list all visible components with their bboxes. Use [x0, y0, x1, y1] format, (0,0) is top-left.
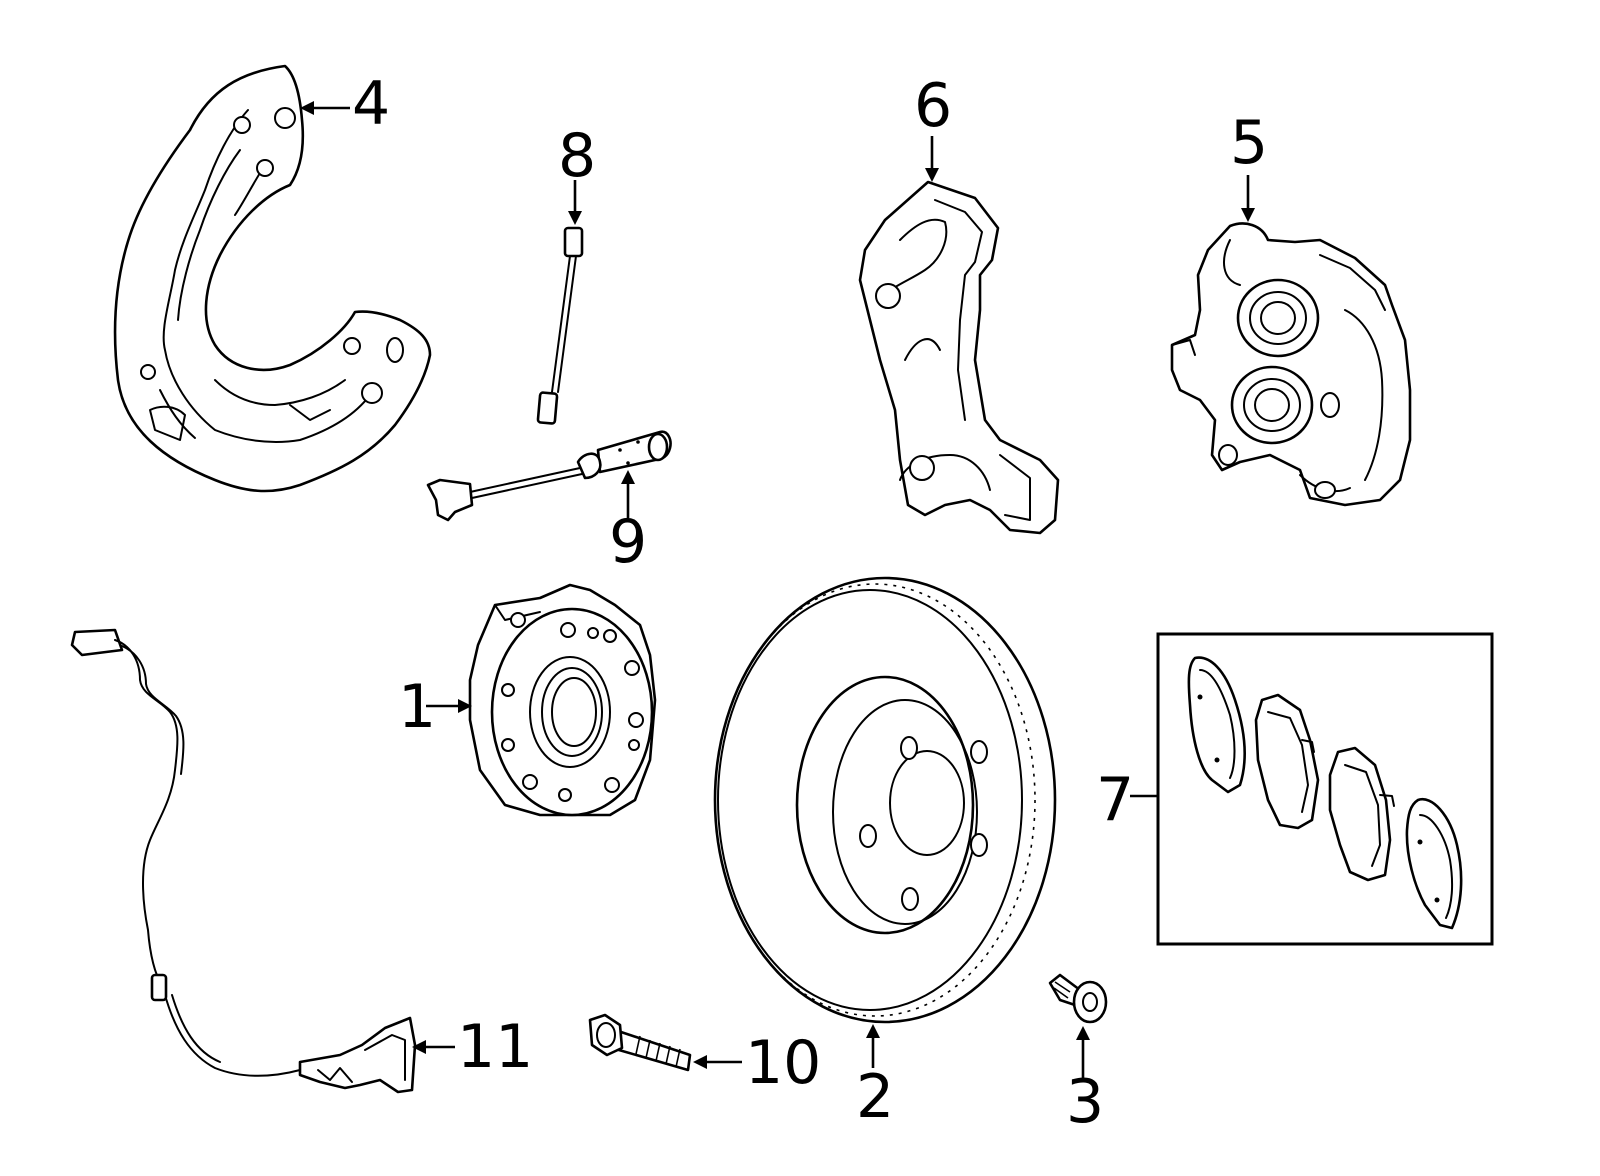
part-4-splash-shield	[113, 64, 432, 493]
part-5-brake-caliper	[1170, 222, 1412, 507]
callout-7: 7	[1096, 765, 1134, 835]
part-2-brake-rotor	[713, 576, 1057, 1024]
leaders	[300, 101, 1255, 1078]
callout-5: 5	[1230, 108, 1268, 178]
part-1-wheel-hub	[468, 583, 657, 817]
callout-3: 3	[1066, 1067, 1104, 1137]
callout-labels: 4 8 6 5 9 1 7 11 10 2 3	[352, 69, 1268, 1137]
callout-10: 10	[745, 1028, 821, 1098]
callout-1: 1	[398, 672, 436, 742]
brake-pad-3	[1328, 746, 1395, 882]
callout-11: 11	[457, 1012, 533, 1082]
part-6-caliper-bracket	[858, 180, 1060, 535]
callout-6: 6	[914, 71, 952, 141]
part-8-wear-sensor-short	[536, 226, 584, 425]
brake-pad-2	[1254, 693, 1320, 830]
callout-2: 2	[856, 1062, 894, 1132]
part-11-abs-sensor	[70, 628, 417, 1094]
callout-9: 9	[609, 507, 647, 577]
part-10-bracket-bolt	[588, 1013, 692, 1072]
callout-4: 4	[352, 69, 390, 139]
part-7-brake-pad-set	[1156, 632, 1494, 946]
pad-set-box	[1156, 632, 1494, 946]
part-9-wear-sensor-long	[426, 430, 672, 522]
callout-8: 8	[558, 121, 596, 191]
brake-pad-4	[1405, 797, 1463, 930]
part-3-rotor-screw	[1048, 973, 1108, 1024]
brake-pad-1	[1187, 656, 1246, 794]
